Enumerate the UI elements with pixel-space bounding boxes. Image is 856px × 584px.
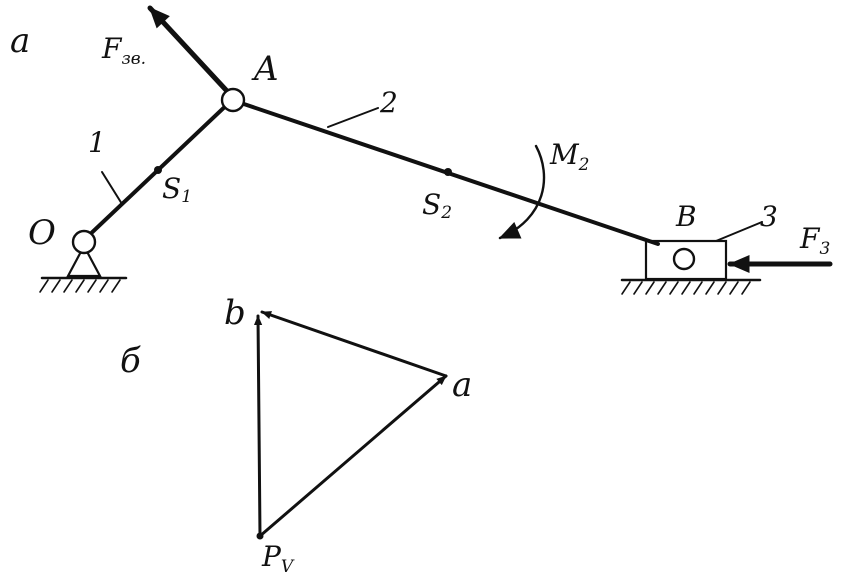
velocity-point-label-a: a — [452, 365, 472, 405]
point-label-b: B — [675, 200, 697, 233]
velocity-vector-pb — [253, 314, 263, 538]
link-2-leader — [327, 107, 379, 128]
velocity-pole-dot — [256, 532, 264, 540]
center-of-mass-label-s2: S2 — [422, 188, 452, 223]
joint-a — [220, 87, 246, 113]
velocity-pole-label: PV — [261, 540, 295, 577]
center-of-mass-label-s1: S1 — [162, 172, 192, 207]
link-label-1: 1 — [88, 126, 106, 159]
moment-arrow-m2 — [498, 144, 546, 240]
moment-label-m2: M2 — [549, 138, 590, 175]
ground-support-o — [39, 243, 128, 293]
panel-label-a: a — [10, 21, 30, 61]
velocity-point-label-b: b — [224, 293, 246, 333]
force-label-a: Fзв. — [101, 32, 146, 69]
link-label-2: 2 — [379, 86, 398, 119]
force-arrow-a — [147, 5, 229, 93]
ground-support-b — [620, 278, 762, 295]
center-of-mass-s2-dot — [444, 168, 452, 176]
joint-o — [71, 229, 97, 255]
mechanism-diagram: a O A B 1 2 3 S1 S2 Fзв. F3 M2 — [10, 5, 833, 295]
joint-b — [672, 247, 696, 271]
panel-label-b: б — [120, 341, 141, 381]
point-label-a: A — [251, 49, 279, 89]
point-label-o: O — [28, 213, 56, 253]
force-label-b: F3 — [799, 222, 830, 259]
velocity-diagram: б b a PV — [120, 293, 472, 577]
link-3-leader — [715, 221, 763, 242]
center-of-mass-s1-dot — [154, 166, 162, 174]
link-label-3: 3 — [760, 200, 778, 233]
link-1-leader — [101, 171, 123, 205]
velocity-vector-pa — [258, 374, 448, 538]
velocity-vector-ab — [260, 310, 448, 378]
